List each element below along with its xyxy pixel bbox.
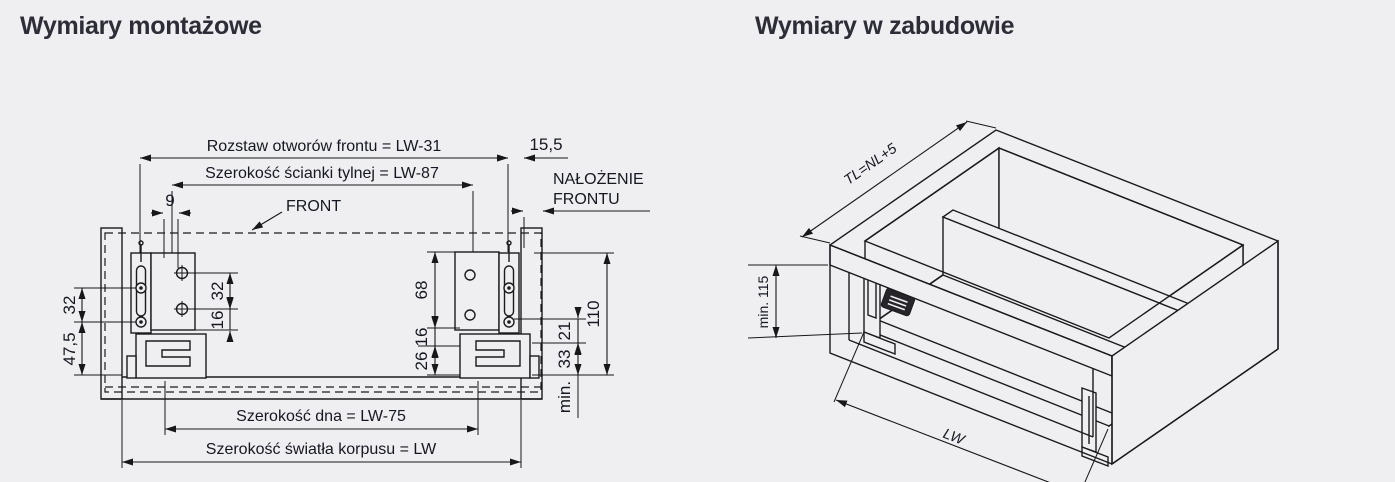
built-in-dimensions-drawing: TL=NL+5 min. 115 LW [747, 120, 1279, 482]
dim-label-16-bracket: 16 [208, 311, 227, 330]
dim-label-21: 21 [555, 322, 574, 341]
right-slide-assembly [454, 240, 540, 379]
dim-label-9: 9 [165, 191, 174, 210]
dim-label-nalozenie-2: FRONTU [553, 191, 620, 208]
dim-label-min: min. [555, 381, 574, 413]
front-panel-dashed-outline [104, 232, 542, 393]
dim-label-110: 110 [584, 300, 603, 327]
dim-label-nalozenie-1: NAŁOŻENIE [553, 169, 644, 188]
right-panel-title: Wymiary w zabudowie [755, 12, 1015, 40]
left-panel-title: Wymiary montażowe [20, 12, 262, 40]
mounting-dimensions-drawing: Rozstaw otworów frontu = LW-31 15,5 Szer… [60, 135, 650, 468]
dim-label-32-left: 32 [60, 296, 79, 315]
dim-label-26: 26 [412, 352, 431, 371]
dim-label-16-right: 16 [412, 328, 431, 347]
dim-label-lw: LW [941, 426, 968, 449]
dim-label-korpus: Szerokość światła korpusu = LW [206, 441, 437, 458]
dim-label-min-115: min. 115 [755, 275, 771, 328]
dim-label-dna: Szerokość dna = LW-75 [236, 408, 406, 425]
iso-dimension-lines [747, 120, 1109, 482]
dim-label-scianka: Szerokość ścianki tylnej = LW-87 [205, 165, 439, 182]
dim-label-tl: TL=NL+5 [841, 140, 900, 188]
dim-label-15-5: 15,5 [529, 135, 562, 154]
dimension-lines [78, 154, 650, 466]
dim-label-68: 68 [412, 281, 431, 300]
dim-label-33: 33 [555, 350, 574, 369]
dim-label-47-5: 47,5 [60, 332, 79, 365]
extension-lines [74, 164, 614, 468]
cabinet-section [100, 227, 543, 400]
dim-label-front: FRONT [286, 198, 341, 215]
dim-label-rozstaw: Rozstaw otworów frontu = LW-31 [207, 138, 442, 155]
left-slide-assembly [126, 240, 207, 379]
dim-label-32-bracket: 32 [208, 282, 227, 301]
